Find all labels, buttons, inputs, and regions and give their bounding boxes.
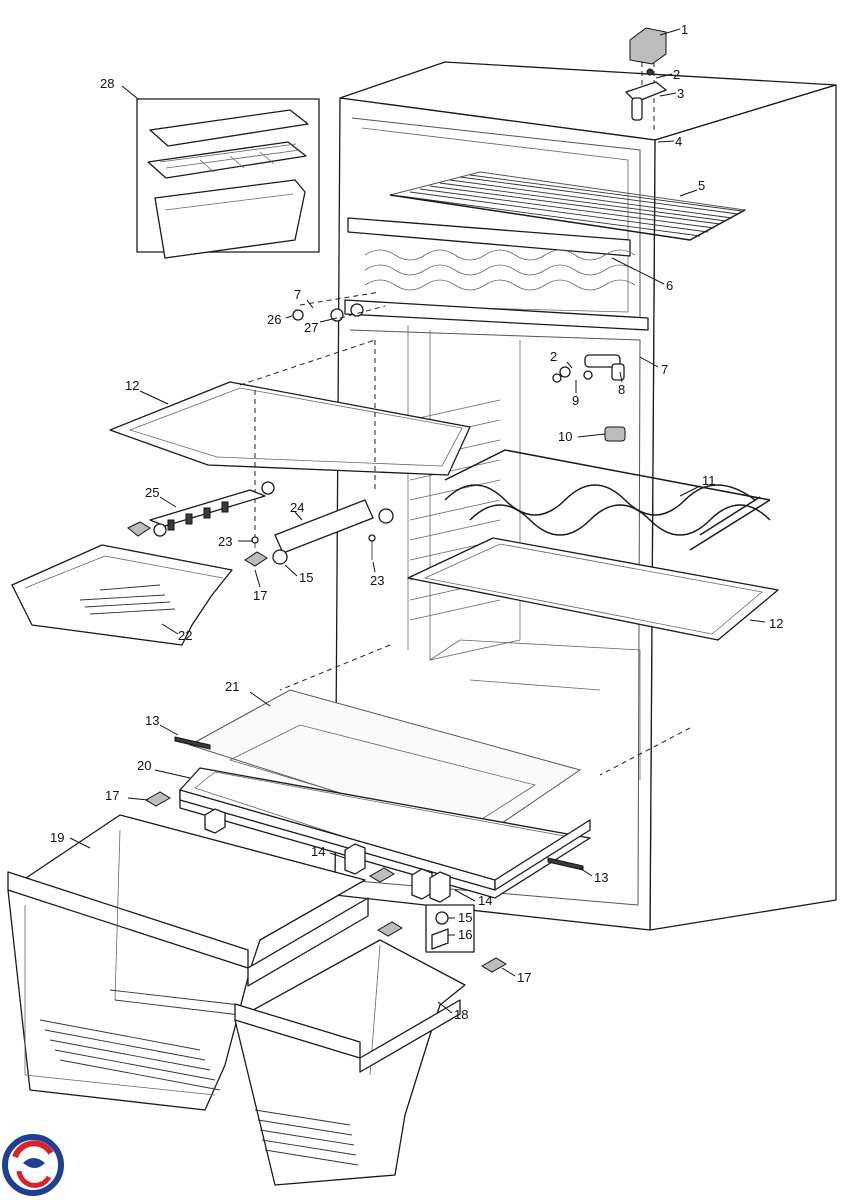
callout-25: 25 — [145, 485, 159, 500]
support-detail-inset — [425, 904, 475, 953]
callout-24: 24 — [290, 500, 304, 515]
callout-18: 18 — [454, 1007, 468, 1022]
callout-8: 8 — [618, 382, 625, 397]
callout-26: 26 — [267, 312, 281, 327]
callout-21: 21 — [225, 679, 239, 694]
freezer-fasteners — [292, 291, 386, 322]
callout-17c: 17 — [517, 970, 531, 985]
callout-5: 5 — [698, 178, 705, 193]
callout-17b: 17 — [105, 788, 119, 803]
crisper-frame — [179, 767, 591, 899]
callout-4: 4 — [675, 134, 682, 149]
callout-23: 23 — [218, 534, 232, 549]
callout-2b: 2 — [550, 349, 557, 364]
crisper-clips — [145, 791, 507, 973]
shelf-clips — [127, 521, 268, 567]
meat-pan — [11, 544, 233, 646]
callout-20: 20 — [137, 758, 151, 773]
crisper-drawer-small — [234, 939, 466, 1186]
callout-22: 22 — [178, 628, 192, 643]
brand-logo — [2, 1134, 64, 1196]
guide-dash-b — [599, 727, 691, 776]
crisper-drawer-large — [7, 814, 369, 1111]
wine-rack — [444, 449, 771, 551]
callout-13: 13 — [145, 713, 159, 728]
guide-dash-a — [279, 644, 391, 691]
glass-shelf-upper — [109, 339, 471, 540]
callout-11: 11 — [702, 473, 716, 488]
callout-28: 28 — [100, 76, 114, 91]
callout-7b: 7 — [661, 362, 668, 377]
callout-27: 27 — [304, 320, 318, 335]
crisper-supports — [204, 808, 451, 903]
callout-17: 17 — [253, 588, 267, 603]
callout-19: 19 — [50, 830, 64, 845]
leader-lines — [69, 28, 766, 1014]
rail-screws — [251, 534, 376, 560]
callout-12: 12 — [125, 378, 139, 393]
callout-2: 2 — [673, 67, 680, 82]
callout-12b: 12 — [769, 616, 783, 631]
freezer-wire-shelf — [389, 171, 747, 241]
callout-9: 9 — [572, 393, 579, 408]
glass-shelf-lower — [407, 537, 779, 641]
callout-13b: 13 — [594, 870, 608, 885]
callout-14: 14 — [311, 844, 325, 859]
crisper-frame-rails — [174, 736, 584, 871]
callout-14b: 14 — [478, 893, 492, 908]
top-hinge-assembly — [625, 27, 667, 130]
callout-3: 3 — [677, 86, 684, 101]
freezer-grille-front — [347, 217, 636, 291]
meat-pan-rails — [149, 481, 394, 565]
callout-6: 6 — [666, 278, 673, 293]
callout-labels: 1 2 3 4 5 6 7 26 27 2 9 8 7 10 11 12 12 … — [50, 22, 783, 1022]
thermostat-controls — [552, 354, 626, 442]
callout-16: 16 — [458, 927, 472, 942]
callout-15: 15 — [299, 570, 313, 585]
callout-15b: 15 — [458, 910, 472, 925]
callout-1: 1 — [681, 22, 688, 37]
callout-23b: 23 — [370, 573, 384, 588]
callout-10: 10 — [558, 429, 572, 444]
callout-7: 7 — [294, 287, 301, 302]
ice-tray-inset — [136, 98, 320, 259]
